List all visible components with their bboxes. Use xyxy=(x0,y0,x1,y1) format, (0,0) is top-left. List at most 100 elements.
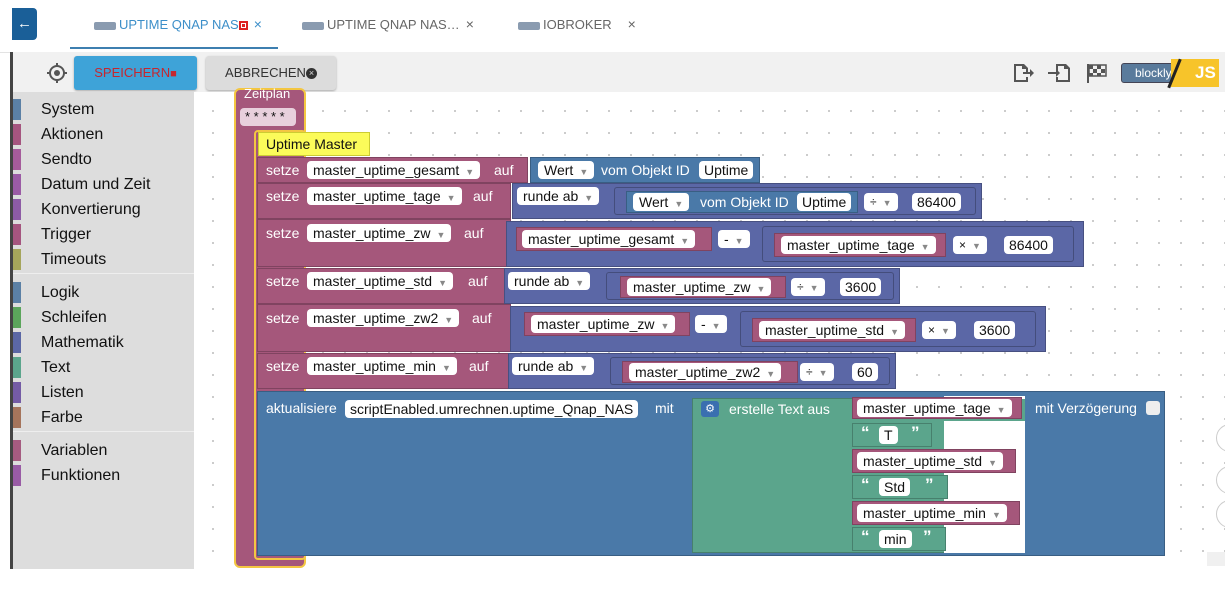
category-system[interactable]: System xyxy=(13,97,194,122)
number-field[interactable]: 86400 xyxy=(912,193,961,211)
value-dropdown[interactable]: Wert▼ xyxy=(633,193,690,211)
operator-dropdown[interactable]: ×▼ xyxy=(953,236,987,254)
variable-dropdown[interactable]: master_uptime_min▼ xyxy=(307,357,457,375)
back-arrow-icon[interactable]: ← xyxy=(12,8,37,40)
update-target-field[interactable]: scriptEnabled.umrechnen.uptime_Qnap_NAS xyxy=(345,400,639,418)
category-datum-und-zeit[interactable]: Datum und Zeit xyxy=(13,172,194,197)
trash-icon[interactable] xyxy=(1207,552,1225,566)
category-logik[interactable]: Logik xyxy=(13,280,194,305)
variable-dropdown[interactable]: master_uptime_std▼ xyxy=(307,272,453,290)
round-dropdown[interactable]: runde ab▼ xyxy=(508,272,591,290)
operator-label: ÷ xyxy=(806,365,813,379)
iobroker-logo-icon xyxy=(302,21,324,30)
value-dropdown[interactable]: Wert▼ xyxy=(538,161,595,179)
category-timeouts[interactable]: Timeouts xyxy=(13,247,194,272)
target-icon[interactable] xyxy=(46,62,68,84)
schedule-cron-field[interactable]: * * * * * xyxy=(240,108,296,126)
operator-dropdown[interactable]: ÷▼ xyxy=(800,363,834,381)
set-keyword: setze xyxy=(266,188,300,204)
operator-dropdown[interactable]: ×▼ xyxy=(922,321,956,339)
number-field[interactable]: 3600 xyxy=(974,321,1016,339)
category-label: Text xyxy=(41,359,71,376)
operator-dropdown[interactable]: -▼ xyxy=(695,315,727,333)
category-mathematik[interactable]: Mathematik xyxy=(13,330,194,355)
variable-dropdown[interactable]: master_uptime_tage▼ xyxy=(857,399,1012,417)
value-label: Wert xyxy=(544,162,574,178)
category-divider xyxy=(13,431,194,432)
chevron-down-icon: ▼ xyxy=(988,458,997,468)
variable-dropdown[interactable]: master_uptime_zw▼ xyxy=(627,278,772,296)
text-field[interactable]: T xyxy=(879,426,898,444)
round-dropdown[interactable]: runde ab▼ xyxy=(512,357,595,375)
blockly-js-toggle[interactable]: blockly JS xyxy=(1121,58,1219,89)
category-konvertierung[interactable]: Konvertierung xyxy=(13,197,194,222)
from-object-label: vom Objekt ID xyxy=(700,194,789,210)
category-listen[interactable]: Listen xyxy=(13,380,194,405)
operator-dropdown[interactable]: ÷▼ xyxy=(864,193,898,211)
comment-block[interactable] xyxy=(258,132,370,156)
set-keyword: setze xyxy=(266,358,300,374)
unsaved-indicator-icon xyxy=(238,21,248,31)
cancel-button[interactable]: ABBRECHEN× xyxy=(206,56,336,90)
chevron-down-icon: ▼ xyxy=(584,193,594,203)
set-variable-block[interactable] xyxy=(257,219,511,267)
category-aktionen[interactable]: Aktionen xyxy=(13,122,194,147)
cancel-label: ABBRECHEN xyxy=(225,65,306,80)
category-sidebar xyxy=(13,92,194,569)
chevron-down-icon: ▼ xyxy=(441,363,451,373)
variable-dropdown[interactable]: master_uptime_zw▼ xyxy=(531,315,676,333)
to-keyword: auf xyxy=(473,188,493,204)
tab-uptime-qnap-nas[interactable]: UPTIME QNAP NAS× xyxy=(94,0,262,48)
operator-label: ÷ xyxy=(870,195,877,209)
tab-iobroker[interactable]: IOBROKER× xyxy=(518,0,636,48)
set-keyword: setze xyxy=(266,273,300,289)
variable-dropdown[interactable]: master_uptime_std▼ xyxy=(759,321,905,339)
text-field[interactable]: min xyxy=(879,530,912,548)
variable-name: master_uptime_min xyxy=(863,505,986,521)
close-tab-icon[interactable]: × xyxy=(465,16,474,32)
category-swatch xyxy=(13,99,21,120)
number-field[interactable]: 3600 xyxy=(840,278,882,296)
checkered-flag-icon[interactable] xyxy=(1084,62,1108,84)
variable-dropdown[interactable]: master_uptime_zw2▼ xyxy=(307,309,460,327)
delay-checkbox[interactable] xyxy=(1146,401,1160,415)
object-id-field[interactable]: Uptime xyxy=(699,161,754,179)
variable-dropdown[interactable]: master_uptime_min▼ xyxy=(857,504,1007,522)
export-icon[interactable] xyxy=(1011,62,1035,84)
category-schleifen[interactable]: Schleifen xyxy=(13,305,194,330)
variable-dropdown[interactable]: master_uptime_zw2▼ xyxy=(629,363,782,381)
variable-dropdown[interactable]: master_uptime_tage▼ xyxy=(307,187,462,205)
tab-uptime-qnap-nas-2[interactable]: UPTIME QNAP NAS…× xyxy=(302,0,474,48)
category-farbe[interactable]: Farbe xyxy=(13,405,194,430)
category-sendto[interactable]: Sendto xyxy=(13,147,194,172)
category-label: System xyxy=(41,101,95,118)
category-trigger[interactable]: Trigger xyxy=(13,222,194,247)
chevron-down-icon: ▼ xyxy=(436,230,446,240)
close-tab-icon[interactable]: × xyxy=(627,16,636,32)
variable-dropdown[interactable]: master_uptime_gesamt▼ xyxy=(522,230,696,248)
chevron-down-icon: ▼ xyxy=(972,241,981,251)
variable-dropdown[interactable]: master_uptime_zw▼ xyxy=(307,224,452,242)
object-id-field[interactable]: Uptime xyxy=(797,193,852,211)
close-tab-icon[interactable]: × xyxy=(253,16,262,32)
category-variablen[interactable]: Variablen xyxy=(13,438,194,463)
category-funktionen[interactable]: Funktionen xyxy=(13,463,194,488)
import-icon[interactable] xyxy=(1047,62,1071,84)
category-swatch xyxy=(13,199,21,220)
close-quote-icon: ” xyxy=(911,423,920,442)
delay-keyword: mit Verzögerung xyxy=(1035,400,1137,416)
gear-icon[interactable]: ⚙ xyxy=(701,401,719,417)
number-field[interactable]: 60 xyxy=(852,363,878,381)
text-field[interactable]: Std xyxy=(879,478,911,496)
operator-dropdown[interactable]: ÷▼ xyxy=(791,278,825,296)
category-text[interactable]: Text xyxy=(13,355,194,380)
variable-dropdown[interactable]: master_uptime_gesamt▼ xyxy=(307,161,481,179)
to-keyword: auf xyxy=(472,310,492,326)
number-field[interactable]: 86400 xyxy=(1004,236,1053,254)
variable-dropdown[interactable]: master_uptime_std▼ xyxy=(857,452,1003,470)
variable-dropdown[interactable]: master_uptime_tage▼ xyxy=(781,236,936,254)
category-label: Timeouts xyxy=(41,251,107,268)
operator-dropdown[interactable]: -▼ xyxy=(718,230,750,248)
round-dropdown[interactable]: runde ab▼ xyxy=(517,187,600,205)
save-button[interactable]: SPEICHERN■ xyxy=(74,56,197,90)
